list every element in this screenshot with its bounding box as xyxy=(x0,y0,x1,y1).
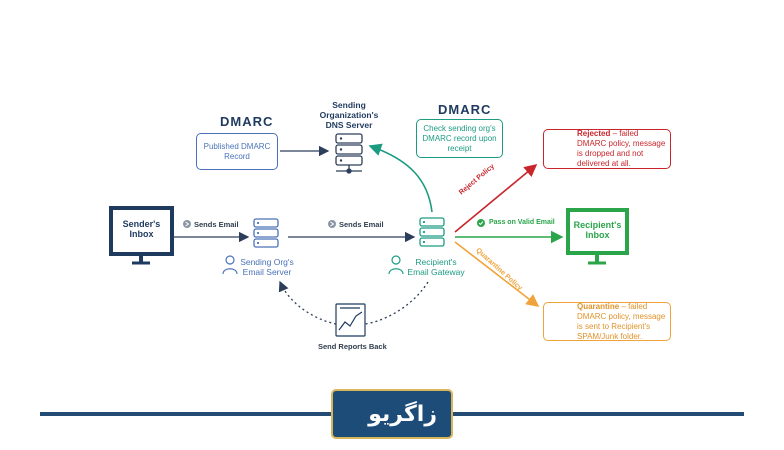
quarantine-text: Quarantine – failed DMARC policy, messag… xyxy=(577,302,666,342)
gateway-server-icon xyxy=(419,217,445,247)
sending-person-icon xyxy=(222,255,238,275)
sends-email-label-1: Sends Email xyxy=(194,220,239,229)
pass-check-icon xyxy=(477,219,485,227)
sending-server-icon xyxy=(253,218,279,248)
quarantine-title: Quarantine xyxy=(577,301,620,311)
arrow-gateway-to-dns xyxy=(368,143,433,213)
rejected-description: – failed DMARC policy, message is droppe… xyxy=(577,129,666,168)
sender-monitor-icon xyxy=(109,206,174,265)
dmarc-logo-left: DMARC xyxy=(220,114,274,129)
rejected-title: Rejected xyxy=(577,129,611,138)
published-record-box: Published DMARC Record xyxy=(196,133,278,170)
rejected-text: Rejected – failed DMARC policy, message … xyxy=(577,129,666,169)
quarantine-box: Quarantine – failed DMARC policy, messag… xyxy=(543,302,671,341)
pass-valid-label: Pass on Valid Email xyxy=(489,219,555,226)
sends-email-label-2: Sends Email xyxy=(339,220,384,229)
send-reports-back-label: Send Reports Back xyxy=(318,342,387,351)
sends-email-bullet-1 xyxy=(183,220,191,228)
quarantine-description: – failed DMARC policy, message is sent t… xyxy=(577,301,666,341)
brand-badge: زاگریو xyxy=(331,389,453,439)
dns-server-icon xyxy=(335,133,363,174)
arrow-reports-back xyxy=(364,281,429,325)
reports-chart-icon xyxy=(335,303,366,337)
recipients-inbox-label: Recipient's Inbox xyxy=(573,220,622,240)
dmarc-logo-right: DMARC xyxy=(438,102,492,117)
check-record-box: Check sending org's DMARC record upon re… xyxy=(416,119,503,158)
arrow-quarantine xyxy=(454,241,540,307)
recipient-monitor-icon xyxy=(566,208,629,265)
sending-server-label: Sending Org's Email Server xyxy=(240,257,294,277)
senders-inbox-label: Sender's Inbox xyxy=(122,219,161,239)
published-record-text: Published DMARC Record xyxy=(203,141,271,161)
brand-text: زاگریو xyxy=(368,401,437,427)
sends-email-bullet-2 xyxy=(328,220,336,228)
arrow-reject xyxy=(454,163,538,233)
check-record-text: Check sending org's DMARC record upon re… xyxy=(422,123,497,153)
recipient-person-icon xyxy=(388,255,404,275)
recipient-gateway-label: Recipient's Email Gateway xyxy=(407,257,465,277)
dns-server-label: Sending Organization's DNS Server xyxy=(319,100,379,130)
rejected-box: Rejected – failed DMARC policy, message … xyxy=(543,129,671,169)
